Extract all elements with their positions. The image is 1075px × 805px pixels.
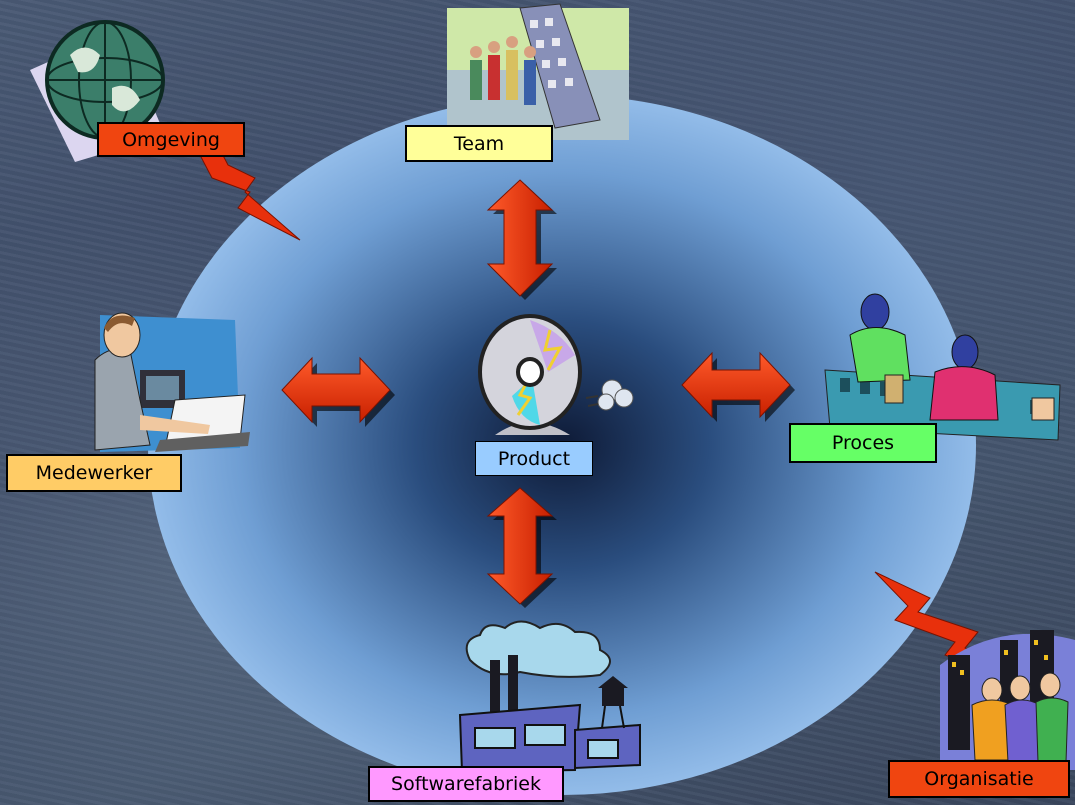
node-team-label: Team <box>405 125 553 162</box>
arrow-product-softwarefabriek <box>486 487 557 608</box>
team-building-icon <box>447 3 629 140</box>
arrow-team-product <box>486 179 557 300</box>
node-proces-label: Proces <box>789 423 937 463</box>
node-organisatie-label: Organisatie <box>888 760 1070 798</box>
control-panel-workers-icon <box>824 293 1061 441</box>
center-product-label: Product <box>475 441 593 476</box>
arrow-product-proces <box>681 351 795 422</box>
city-people-icon <box>940 630 1075 770</box>
arrow-medewerker-product <box>281 356 395 427</box>
node-medewerker-label: Medewerker <box>6 454 182 492</box>
cd-disc-icon <box>478 314 634 435</box>
office-worker-icon <box>94 312 250 452</box>
node-softwarefabriek-label: Softwarefabriek <box>368 766 564 802</box>
factory-icon <box>458 620 641 774</box>
node-omgeving-label: Omgeving <box>97 122 245 157</box>
